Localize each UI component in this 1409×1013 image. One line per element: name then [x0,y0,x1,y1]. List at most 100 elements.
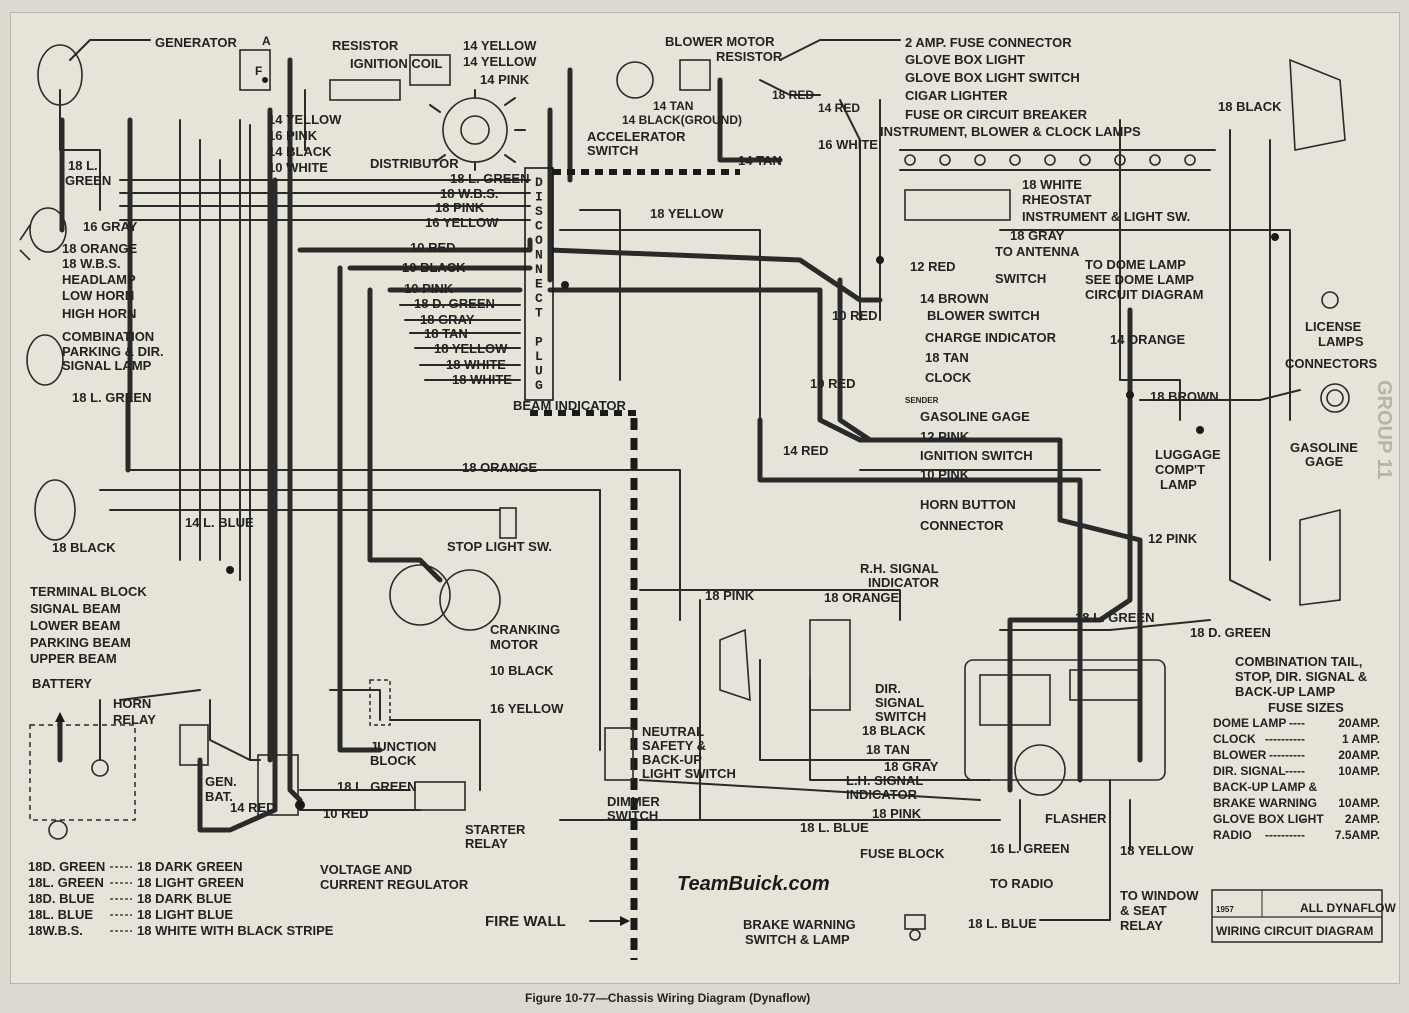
label-voltage-2: CURRENT REGULATOR [320,877,469,892]
horn-relay [179,724,209,766]
label-combo-tail-3: BACK-UP LAMP [1235,684,1335,699]
label-instrument-light-sw: INSTRUMENT & LIGHT SW. [1022,209,1190,224]
legend-code: 18L. GREEN [28,875,104,890]
label-18-wbs: 18 W.B.S. [440,186,499,201]
label-high-horn: HIGH HORN [62,306,136,321]
label-junction-2: BLOCK [370,753,417,768]
junction-block [369,679,391,726]
label-headlamp: HEADLAMP [62,272,136,287]
label-lh-signal-2: INDICATOR [846,787,918,802]
brand-watermark: TeamBuick.com [677,873,830,895]
label-18-orange: 18 ORANGE [62,241,137,256]
fuse-row-name: BACK-UP LAMP & [1213,780,1318,794]
label-12-pink: 12 PINK [920,429,970,444]
label-neutral-3: BACK-UP [642,752,702,767]
label-combo-tail-1: COMBINATION TAIL, [1235,654,1362,669]
label-18-l: 18 L. [68,158,98,173]
label-14-yellow-a: 14 YELLOW [463,38,537,53]
label-signal-beam: SIGNAL BEAM [30,601,121,616]
label-glove-box-switch: GLOVE BOX LIGHT SWITCH [905,70,1080,85]
plug-letter: O [535,233,543,248]
legend-code: 18L. BLUE [28,907,93,922]
label-14-l-blue: 14 L. BLUE [185,515,254,530]
label-gen-f: F [255,64,262,78]
label-dimmer-1: DIMMER [607,794,660,809]
fuse-row-value: 1 AMP. [1342,732,1380,746]
label-connector: CONNECTOR [920,518,1004,533]
label-18-white-c: 18 WHITE [452,372,512,387]
label-luggage-2: COMP'T [1155,462,1205,477]
fuse-row-value: 10AMP. [1338,764,1380,778]
fuse-sizes-table: FUSE SIZES DOME LAMP----20AMP.CLOCK-----… [1213,700,1380,842]
label-sender: SENDER [905,396,939,405]
label-10-pink: 10 PINK [404,281,454,296]
label-ignition-coil: IGNITION COIL [350,56,443,71]
title-block: 1957 ALL DYNAFLOW WIRING CIRCUIT DIAGRAM [1211,889,1396,943]
label-flasher: FLASHER [1045,811,1107,826]
label-cranking-2: MOTOR [490,637,539,652]
fuse-row-name: DIR. SIGNAL [1213,764,1286,778]
title-block-year: 1957 [1216,905,1234,914]
plug-letter: N [535,262,543,277]
label-18-gray-c: 18 GRAY [884,759,939,774]
label-dir-switch-1: DIR. [875,681,901,696]
label-18-l-green-a: 18 L. GREEN [450,171,529,186]
right-rear-lamps [1289,58,1350,606]
brake-warning-switch [904,914,926,941]
label-14-red: 14 RED [818,101,860,115]
plug-letter: D [535,175,543,190]
fuse-row-name: BLOWER [1213,748,1267,762]
label-brake-1: BRAKE WARNING [743,917,856,932]
plug-letter: P [535,335,543,350]
label-window-1: TO WINDOW [1120,888,1199,903]
legend-meaning: 18 DARK GREEN [137,859,242,874]
plug-letter: N [535,248,543,263]
label-14-yellow-c: 14 YELLOW [268,112,342,127]
label-glove-box-light: GLOVE BOX LIGHT [905,52,1025,67]
label-gen: GEN. [205,774,237,789]
label-18-black: 18 BLACK [1218,99,1282,114]
label-18-pink: 18 PINK [435,200,485,215]
fuse-row-leader: - [1301,796,1305,810]
label-rh-signal-2: INDICATOR [868,575,940,590]
label-window-2: & SEAT [1120,903,1167,918]
label-18-d-green: 18 D. GREEN [414,296,495,311]
label-low-horn: LOW HORN [62,288,134,303]
label-14-brown: 14 BROWN [920,291,989,306]
fuse-row-value: 20AMP. [1338,748,1380,762]
label-starter-1: STARTER [465,822,526,837]
label-battery: BATTERY [32,676,92,691]
fuse-row-leader: ---- [1289,716,1305,730]
label-green: GREEN [65,173,111,188]
label-18-orange-b: 18 ORANGE [462,460,537,475]
label-18-l-green-f: 18 L. GREEN [337,779,416,794]
fuse-row-leader: ----- [1285,764,1305,778]
label-license-lamps-1: LICENSE [1305,319,1362,334]
label-resistor-2: RESISTOR [716,49,783,64]
label-voltage-1: VOLTAGE AND [320,862,412,877]
fuse-row-value: 7.5AMP. [1335,828,1380,842]
label-fuse-breaker: FUSE OR CIRCUIT BREAKER [905,107,1088,122]
fuse-row-name: CLOCK [1213,732,1256,746]
label-license-lamps-2: LAMPS [1318,334,1364,349]
label-12-pink-b: 12 PINK [1148,531,1198,546]
label-14-red-c: 14 RED [230,800,276,815]
plug-letter: G [535,378,543,393]
label-rh-signal-1: R.H. SIGNAL [860,561,939,576]
label-gasoline-gage-2a: GASOLINE [1290,440,1358,455]
label-14-black: 14 BLACK [268,144,332,159]
label-18-white-b: 18 WHITE [446,357,506,372]
label-group-11: GROUP 11 [1373,380,1395,480]
label-18-tan: 18 TAN [424,326,468,341]
fuse-row-value: 10AMP. [1338,796,1380,810]
label-16-yellow: 16 YELLOW [425,215,499,230]
label-combo-tail-2: STOP, DIR. SIGNAL & [1235,669,1367,684]
label-18-gray-b: 18 GRAY [420,312,475,327]
label-clock: CLOCK [925,370,972,385]
neutral-safety-switch [604,727,634,781]
label-14-pink: 14 PINK [480,72,530,87]
label-horn-relay-2: RELAY [113,712,156,727]
label-18-l-green-e: 18 L. GREEN [1075,610,1154,625]
